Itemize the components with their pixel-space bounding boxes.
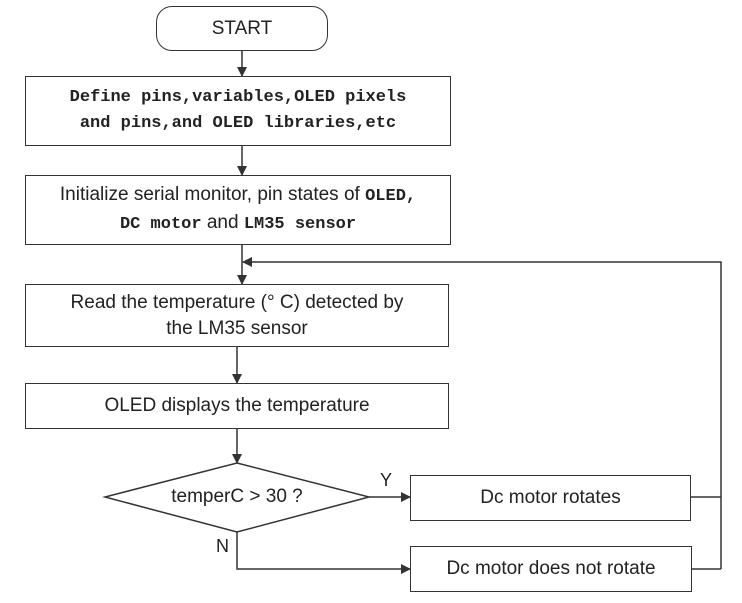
start-label: START [211,17,273,39]
initialize-oled: OLED, [365,187,417,206]
read-line-2: the LM35 sensor [166,317,308,339]
initialize-line-2: DC motor and LM35 sensor [120,210,356,238]
motor-not-rotate-label: Dc motor does not rotate [446,558,656,579]
motor-rotates-step: Dc motor rotates [410,475,691,521]
define-step: Define pins,variables,OLED pixels and pi… [25,76,451,146]
start-terminal: START [156,6,328,51]
initialize-dc-motor: DC motor [119,215,202,234]
initialize-lm35: LM35 sensor [243,215,357,234]
motor-not-rotate-step: Dc motor does not rotate [410,546,692,592]
read-temperature-step: Read the temperature (° C) detected by t… [25,284,449,347]
loop-return-arrow [242,257,722,569]
read-line-1: Read the temperature (° C) detected by [70,291,404,313]
initialize-line-1: Initialize serial monitor, pin states of… [60,182,416,210]
arrow-no-branch [236,532,411,574]
decision-diamond [102,462,372,533]
define-line-2: and pins,and OLED libraries,etc [79,114,397,133]
motor-rotates-label: Dc motor rotates [480,487,621,508]
yes-label: Y [380,470,393,490]
display-temperature-step: OLED displays the temperature [25,383,449,429]
decision-label: temperC > 30 ? [171,486,303,507]
display-label: OLED displays the temperature [104,395,370,416]
no-label: N [216,536,229,556]
define-line-1: Define pins,variables,OLED pixels [69,88,407,107]
initialize-and: and [206,212,239,233]
initialize-step: Initialize serial monitor, pin states of… [25,175,451,245]
initialize-text-1: Initialize serial monitor, pin states of [59,184,360,205]
